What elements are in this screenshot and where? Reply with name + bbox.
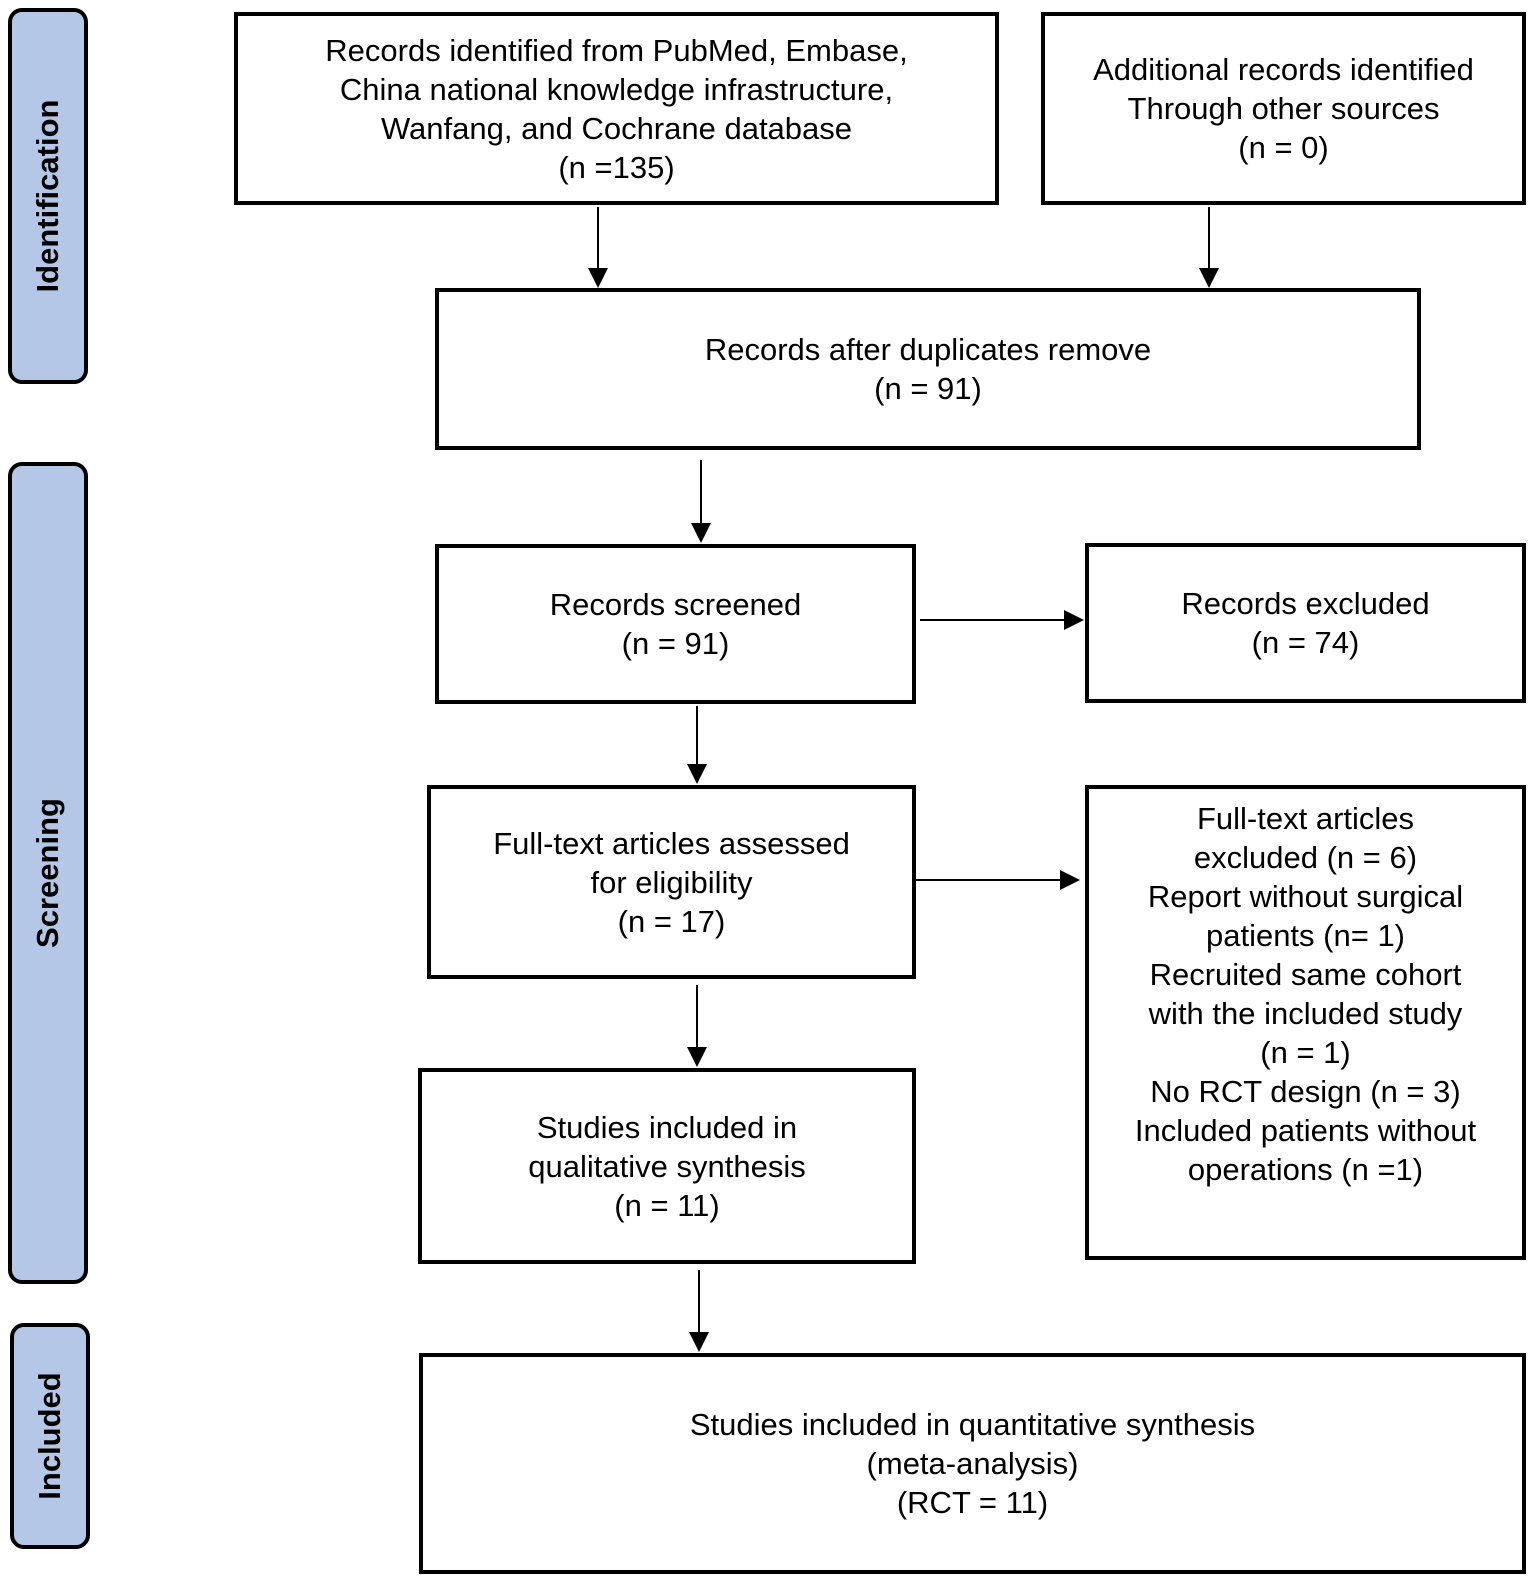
records-excluded-count: (n = 74): [1251, 625, 1360, 660]
fulltext-excluded-reason-2c: (n = 1): [1260, 1035, 1351, 1070]
fulltext-assessed-line-1: Full-text articles assessed: [493, 825, 850, 861]
additional-records-line-1: Additional records identified: [1093, 52, 1474, 87]
box-fulltext-excluded: Full-text articles excluded (n = 6) Repo…: [1085, 785, 1526, 1260]
fulltext-excluded-reason-1b: patients (n= 1): [1205, 918, 1406, 953]
records-screened-count: (n = 91): [621, 626, 730, 661]
fulltext-excluded-reason-4a: Included patients without: [1134, 1113, 1477, 1148]
fulltext-excluded-reason-2b: with the included study: [1148, 996, 1463, 1031]
fulltext-excluded-reason-3: No RCT design (n = 3): [1150, 1074, 1461, 1109]
quantitative-synthesis-line-1: Studies included in quantitative synthes…: [689, 1407, 1256, 1442]
box-after-duplicates: Records after duplicates remove (n = 91): [435, 288, 1421, 450]
records-screened-line-1: Records screened: [549, 587, 802, 622]
fulltext-assessed-count: (n = 17): [617, 903, 726, 939]
fulltext-excluded-reason-2a: Recruited same cohort: [1149, 957, 1462, 992]
database-records-count: (n =135): [558, 149, 675, 185]
quantitative-synthesis-line-2: (meta-analysis): [866, 1446, 1079, 1481]
fulltext-excluded-line-2: excluded (n = 6): [1193, 840, 1418, 875]
additional-records-count: (n = 0): [1238, 130, 1329, 165]
box-fulltext-assessed: Full-text articles assessed for eligibil…: [427, 785, 916, 979]
fulltext-assessed-line-2: for eligibility: [590, 864, 753, 900]
box-records-screened: Records screened (n = 91): [435, 544, 916, 704]
box-quantitative-synthesis: Studies included in quantitative synthes…: [419, 1353, 1526, 1574]
qualitative-synthesis-line-2: qualitative synthesis: [528, 1148, 806, 1184]
quantitative-synthesis-count: (RCT = 11): [896, 1485, 1049, 1520]
additional-records-line-2: Through other sources: [1127, 91, 1440, 126]
database-records-line-3: Wanfang, and Cochrane database: [380, 110, 853, 146]
stage-screening: Screening: [8, 462, 88, 1284]
after-duplicates-count: (n = 91): [874, 371, 982, 406]
fulltext-excluded-line-1: Full-text articles: [1196, 801, 1415, 836]
qualitative-synthesis-line-1: Studies included in: [536, 1109, 798, 1145]
fulltext-excluded-reason-1a: Report without surgical: [1147, 879, 1464, 914]
fulltext-excluded-reason-4b: operations (n =1): [1187, 1152, 1424, 1187]
box-database-records: Records identified from PubMed, Embase, …: [234, 12, 999, 205]
qualitative-synthesis-count: (n = 11): [614, 1187, 720, 1223]
stage-included: Included: [10, 1323, 90, 1549]
box-additional-records: Additional records identified Through ot…: [1041, 12, 1526, 205]
box-records-excluded: Records excluded (n = 74): [1085, 543, 1526, 703]
database-records-line-2: China national knowledge infrastructure,: [339, 71, 894, 107]
after-duplicates-line-1: Records after duplicates remove: [704, 332, 1152, 367]
stage-identification: Identification: [8, 8, 88, 384]
database-records-line-1: Records identified from PubMed, Embase,: [325, 32, 908, 68]
records-excluded-line-1: Records excluded: [1181, 586, 1430, 621]
box-qualitative-synthesis: Studies included in qualitative synthesi…: [418, 1068, 916, 1264]
